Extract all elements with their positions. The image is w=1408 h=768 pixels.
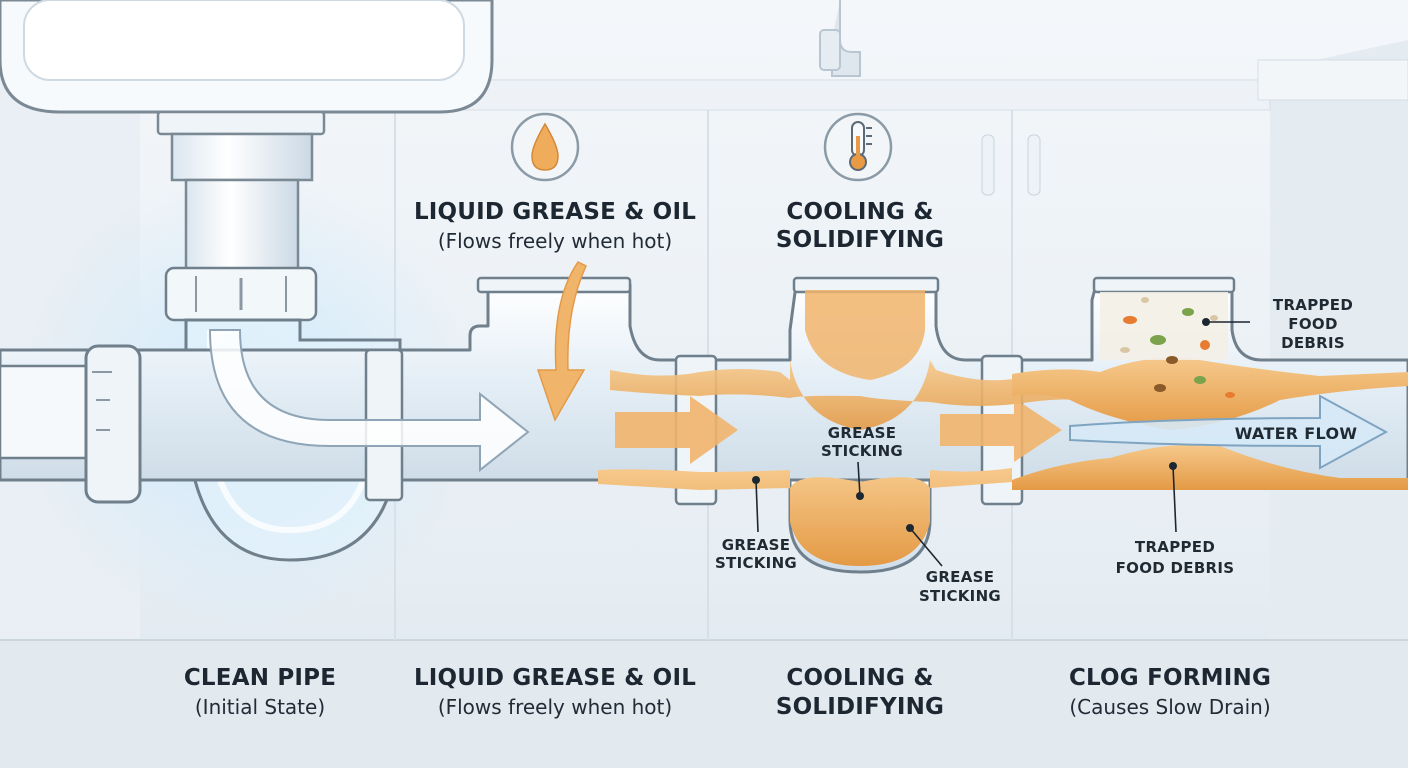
grease-sticking-center-label-2: STICKING xyxy=(820,442,904,460)
stage-4-bottom-subtitle: (Causes Slow Drain) xyxy=(1069,695,1271,719)
food-debris-pieces xyxy=(1120,297,1235,398)
trapped-debris-bottom-label-1: TRAPPED xyxy=(1134,538,1216,556)
stage-3-top-title-line-1: COOLING & xyxy=(786,199,934,225)
grease-sticking-right-label-2: STICKING xyxy=(918,587,1002,605)
stage-2-bottom-title: LIQUID GREASE & OIL xyxy=(413,665,697,691)
grease-sticking-left-label-2: STICKING xyxy=(714,554,798,572)
stage-3-bottom-title-line-2: SOLIDIFYING xyxy=(775,694,945,720)
grease-sticking-left-label-1: GREASE xyxy=(721,536,791,554)
water-flow-label: WATER FLOW xyxy=(1234,424,1358,443)
stage-1-bottom-subtitle: (Initial State) xyxy=(194,695,326,719)
thermometer-icon xyxy=(823,112,893,182)
grease-down-arrow xyxy=(536,261,587,422)
stage-3-bottom-title-line-1: COOLING & xyxy=(786,665,934,691)
trapped-debris-top-label-2: FOOD xyxy=(1288,315,1338,333)
stage-2-bottom-subtitle: (Flows freely when hot) xyxy=(437,695,673,719)
clean-flow-arrow xyxy=(208,329,530,473)
grease-flow-arrow-1 xyxy=(615,396,738,464)
water-flow-arrow xyxy=(1069,394,1389,470)
grease-sticking-center-label-1: GREASE xyxy=(827,424,897,442)
stage-2-top-subtitle: (Flows freely when hot) xyxy=(437,229,673,253)
stage-1-bottom-title: CLEAN PIPE xyxy=(183,665,337,691)
stage-4-bottom-title: CLOG FORMING xyxy=(1068,665,1272,691)
grease-sticking-right-label-1: GREASE xyxy=(925,568,995,586)
oil-drop-icon xyxy=(510,112,580,182)
trapped-debris-top-label-3: DEBRIS xyxy=(1281,334,1345,352)
grease-flow-arrow-2 xyxy=(940,398,1062,462)
stage-2-top-title: LIQUID GREASE & OIL xyxy=(413,199,697,225)
trapped-debris-bottom-label-2: FOOD DEBRIS xyxy=(1115,559,1235,577)
trapped-debris-top-label-1: TRAPPED xyxy=(1272,296,1354,314)
stage-3-top-title-line-2: SOLIDIFYING xyxy=(775,227,945,253)
